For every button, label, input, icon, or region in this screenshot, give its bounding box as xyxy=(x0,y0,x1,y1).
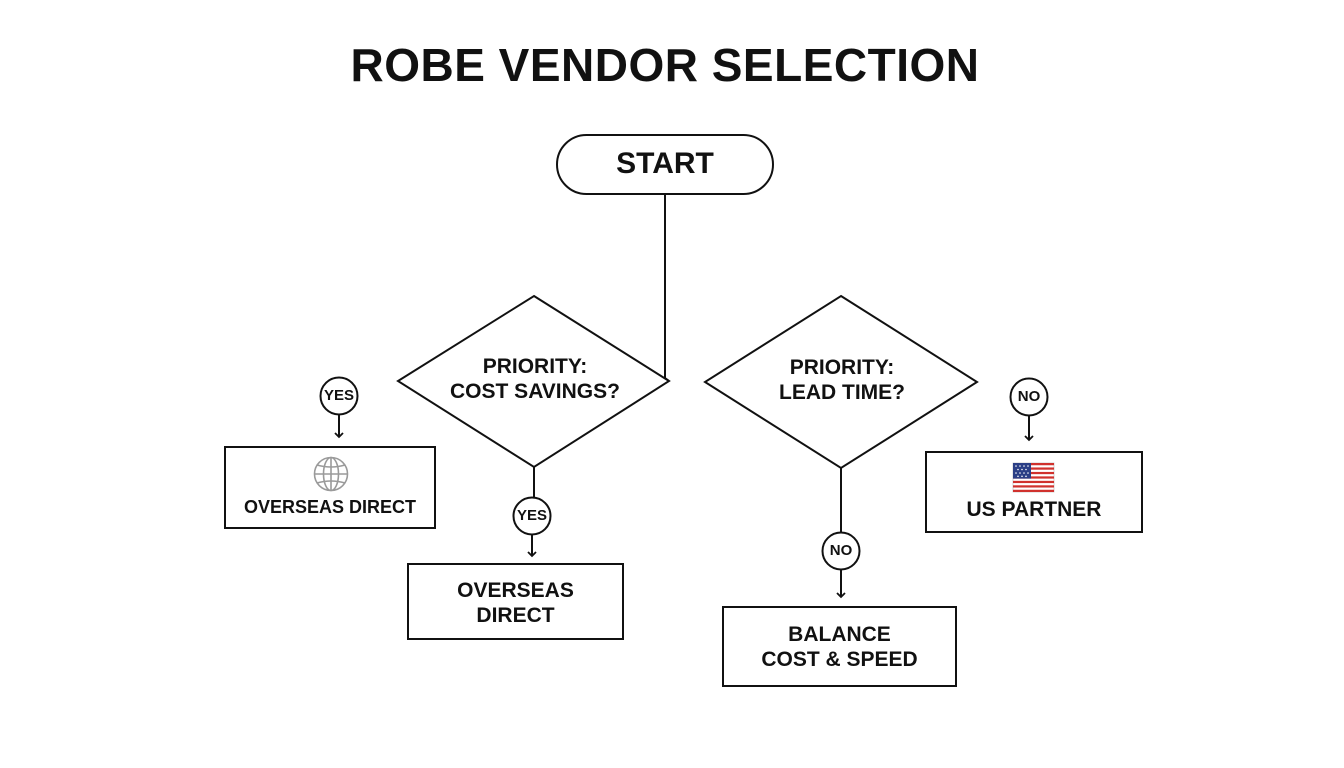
overseas-center-line2: DIRECT xyxy=(476,604,555,627)
outcome-us-partner-label: US PARTNER xyxy=(966,498,1102,521)
yes-left-circle xyxy=(319,376,359,416)
outcome-overseas-direct-center-label: OVERSEAS DIRECT xyxy=(408,578,623,628)
no-right-label: NO xyxy=(1017,388,1041,405)
outcome-overseas-direct-center-box xyxy=(407,563,624,640)
decision-cost-line1: PRIORITY: xyxy=(482,355,588,378)
no-center-circle xyxy=(821,531,861,571)
decision-cost-savings-label: PRIORITY: COST SAVINGS? xyxy=(400,354,670,404)
outcome-overseas-direct-left-box xyxy=(224,446,436,529)
globe-icon xyxy=(313,456,349,492)
outcome-overseas-direct-left-label: OVERSEAS DIRECT xyxy=(243,497,417,517)
balance-line2: COST & SPEED xyxy=(761,648,918,671)
decision-lead-line2: LEAD TIME? xyxy=(779,381,905,404)
decision-lead-time-label: PRIORITY: LEAD TIME? xyxy=(706,355,978,405)
decision-lead-line1: PRIORITY: xyxy=(789,356,895,379)
outcome-balance-box xyxy=(722,606,957,687)
page-title: ROBE VENDOR SELECTION xyxy=(350,39,980,91)
yes-left-label: YES xyxy=(323,387,354,404)
no-right-circle xyxy=(1009,377,1049,417)
outcome-balance-label: BALANCE COST & SPEED xyxy=(723,622,956,672)
no-center-label: NO xyxy=(829,542,853,559)
yes-center-label: YES xyxy=(516,507,547,524)
us-flag-icon xyxy=(1012,462,1055,493)
yes-center-circle xyxy=(512,496,552,536)
decision-cost-line2: COST SAVINGS? xyxy=(450,380,620,403)
balance-line1: BALANCE xyxy=(788,623,891,646)
overseas-center-line1: OVERSEAS xyxy=(457,579,574,602)
start-label: START xyxy=(616,147,714,180)
